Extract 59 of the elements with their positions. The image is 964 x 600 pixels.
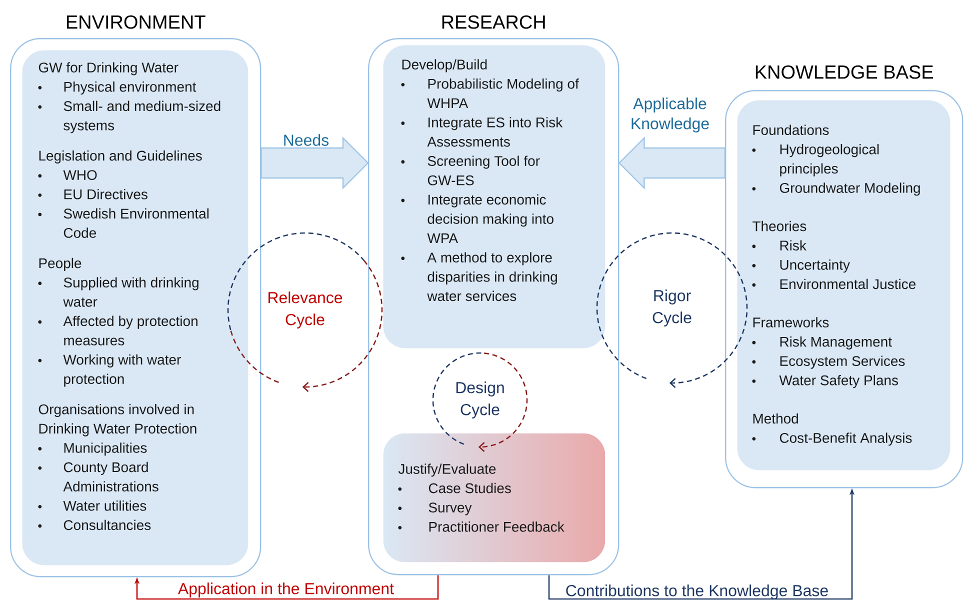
section-heading: Foundations [753, 124, 829, 136]
bullet-item: Swedish Environmental Code [38, 208, 209, 238]
edge-label: Contributions to the Knowledge Base [566, 584, 828, 600]
bullet-item: Integrate economic decision making into WPA [401, 194, 554, 244]
cycle-label: Design Cycle [456, 382, 504, 418]
bullet-item: Risk Management [752, 336, 892, 350]
bullet-item: Practitioner Feedback [398, 522, 564, 532]
bullet-item: Municipalities [38, 442, 147, 456]
block-arrow [260, 136, 369, 190]
cycle-label: Relevance Cycle [268, 292, 342, 328]
bullet-item: Working with water protection [38, 354, 181, 387]
bullet-item: Probabilistic Modeling of WHPA [401, 78, 579, 108]
section-heading: Legislation and Guidelines [39, 150, 202, 164]
section-heading: Method [753, 413, 798, 424]
bullet-item: Ecosystem Services [752, 356, 905, 369]
content-box [737, 100, 950, 470]
edge-label: Application in the Environment [178, 582, 394, 598]
cycle-circle [227, 232, 383, 392]
panel-title: ENVIRONMENT [66, 15, 206, 29]
bullet-item: Small- and medium-sized systems [38, 100, 220, 134]
section-heading: Organisations involved in Drinking Water Protection [38, 404, 196, 436]
bullet-item: Hydrogeological principles [752, 144, 879, 176]
bullet-item: County Board Administrations [38, 462, 158, 492]
bullet-item: Affected by protection measures [38, 316, 198, 346]
bullet-item: Water utilities [38, 500, 146, 511]
section-heading: GW for Drinking Water [38, 62, 178, 76]
bullet-item: Risk [752, 240, 806, 251]
section-heading: Develop/Build [402, 59, 487, 72]
bullet-item: Supplied with drinking water [38, 277, 198, 307]
cycle-circle [432, 352, 528, 452]
content-box [383, 45, 606, 348]
bullet-item: Groundwater Modeling [752, 182, 920, 196]
bullet-item: Uncertainty [752, 260, 850, 273]
bullet-item: Screening Tool for GW-ES [401, 156, 540, 186]
panel-title: RESEARCH [442, 15, 545, 29]
section-heading: People [39, 258, 82, 271]
bullet-item: Integrate ES into Risk Assessments [401, 117, 563, 147]
edge-label: Applicable Knowledge [632, 98, 709, 132]
cycle-circle [596, 232, 748, 388]
content-box [398, 464, 564, 532]
section-heading: Theories [752, 220, 806, 232]
bullet-item: Consultancies [38, 520, 151, 530]
bullet-item: Physical environment [38, 82, 196, 95]
section-heading: Justify/Evaluate [398, 464, 496, 477]
connector-arrow [134, 575, 439, 600]
bullet-item: EU Directives [38, 189, 148, 200]
bullet-item: Environmental Justice [752, 278, 916, 290]
section-heading: Frameworks [753, 317, 829, 328]
bullet-item: A method to explore disparities in drinking water services [401, 252, 557, 302]
bullet-item: Survey [398, 502, 472, 516]
bullet-item: Water Safety Plans [752, 375, 898, 388]
cycle-label: Rigor Cycle [652, 290, 692, 326]
bullet-item: WHO [38, 170, 97, 180]
edge-label: Needs [284, 134, 329, 146]
bullet-item: Cost-Benefit Analysis [752, 432, 912, 446]
panel-title: KNOWLEDGE BASE [756, 65, 934, 79]
bullet-item: Case Studies [398, 482, 511, 494]
content-box [22, 50, 248, 566]
block-arrow [618, 136, 726, 190]
